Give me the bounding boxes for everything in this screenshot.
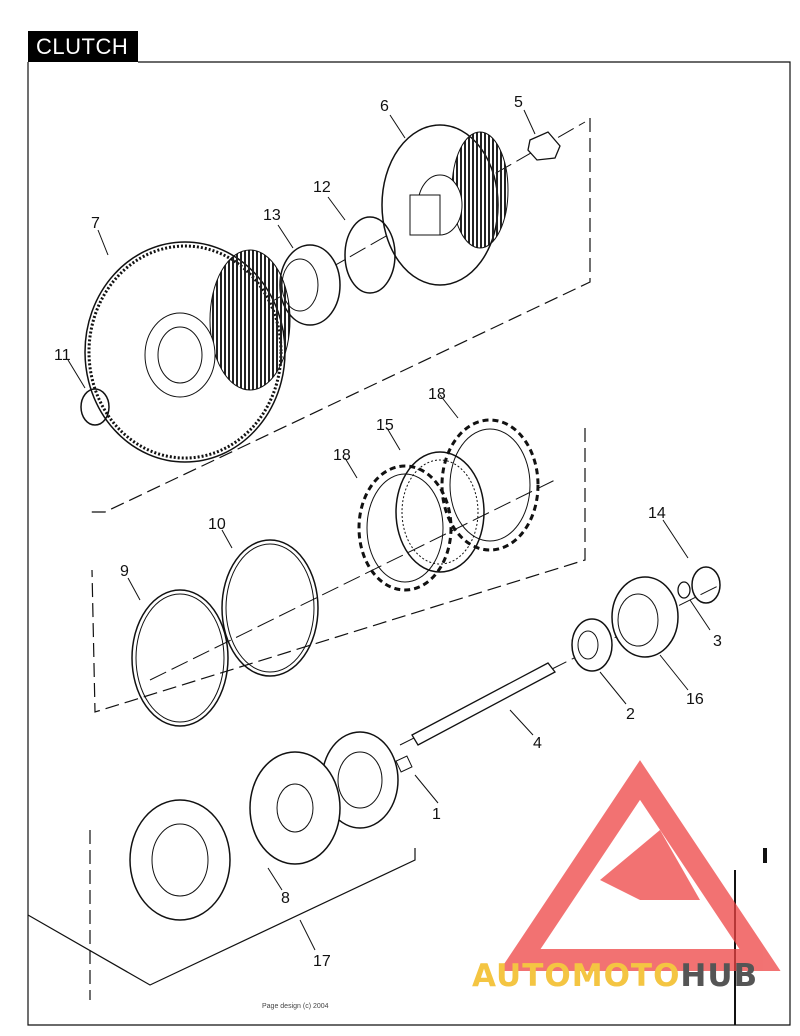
page-footer: Page design (c) 2004 [262,1003,329,1010]
part-2-bearing [571,618,613,672]
page-border [27,61,791,1026]
part-12-retaining-ring [344,216,396,294]
assembly-outline-middle [91,428,586,713]
brand-part-b: MOTO [571,958,681,994]
callout-8: 8 [281,890,290,907]
page-title: CLUTCH [28,31,138,62]
part-15-steel-plate [395,451,485,573]
callout-6: 6 [380,98,389,115]
assembly-outline-upper [90,118,591,513]
watermark-brand: AUTOMOTOHUB [472,958,758,994]
callout-10: 10 [208,516,226,533]
callout-9: 9 [120,563,129,580]
callout-13: 13 [263,207,281,224]
part-17-spring-plate [129,799,231,921]
part-1-bolt [395,755,413,773]
brand-part-a: AUTO [472,958,572,994]
part-8-diaphragm-spring [249,751,341,865]
watermark-logo [499,760,781,971]
callout-16: 16 [686,691,704,708]
callout-12: 12 [313,179,331,196]
part-6-clutch-hub [381,124,509,286]
callout-15: 15 [376,417,394,434]
callout-2: 2 [626,706,635,723]
part-10-ring [221,539,319,677]
part-7-clutch-shell [84,241,291,463]
leader-lines [67,109,711,951]
part-4-pushrod [411,662,556,746]
callout-18-right: 18 [428,386,446,403]
callout-5: 5 [514,94,523,111]
callout-1: 1 [432,806,441,823]
part-9-ring [131,589,229,727]
callout-14: 14 [648,505,666,522]
part-14-retaining-ring [691,566,721,604]
part-18-friction-plate-left [357,464,453,592]
part-17-bracket [27,848,416,986]
part-16-bearing-housing [611,576,679,658]
callout-4: 4 [533,735,542,752]
part-11-retaining-ring [80,388,110,426]
callout-17: 17 [313,953,331,970]
callout-18-left: 18 [333,447,351,464]
axis-line-middle [149,479,556,681]
part-18-friction-plate-right [440,418,540,552]
callout-7: 7 [91,215,100,232]
callout-11: 11 [54,347,71,364]
part-3-ring [677,581,691,599]
part-5-nut [527,131,561,161]
callout-3: 3 [713,633,722,650]
brand-part-c: HUB [680,958,759,994]
